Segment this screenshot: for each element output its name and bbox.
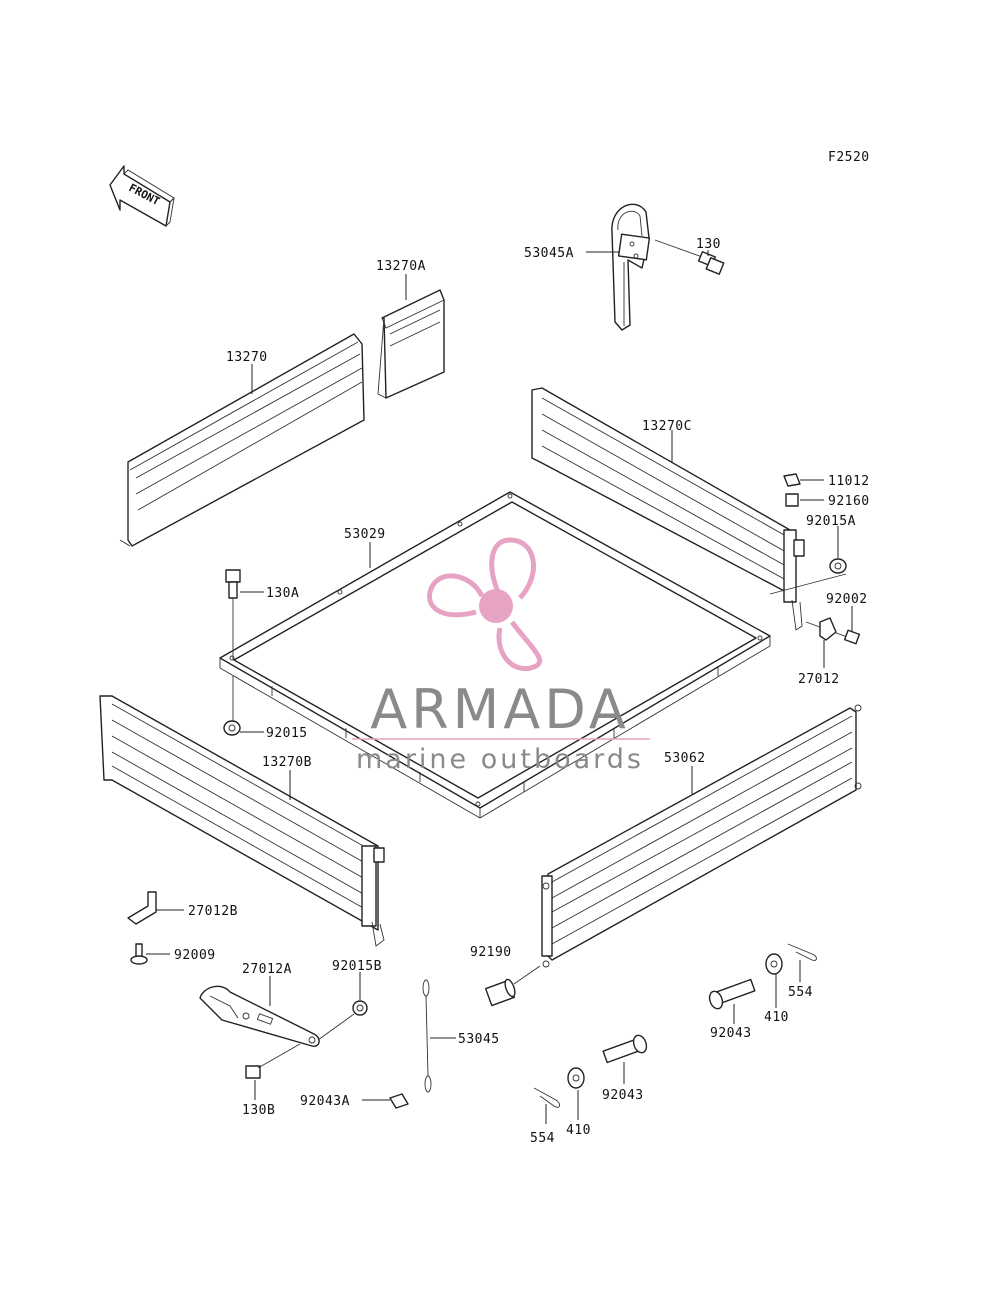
clip-92043A-part	[389, 1093, 409, 1109]
watermark-tagline: marine outboards	[356, 744, 644, 775]
bolt-130-part	[654, 239, 725, 275]
label-53029: 53029	[344, 527, 386, 542]
cap-92160-part	[785, 493, 799, 507]
bolt-92009-part	[130, 943, 148, 965]
pin-92043-left-part	[602, 1034, 648, 1064]
label-92009: 92009	[174, 948, 216, 963]
label-27012: 27012	[798, 672, 840, 687]
label-13270C: 13270C	[642, 419, 692, 434]
panel-13270B-part	[99, 695, 385, 947]
pin-92043-right-part	[708, 978, 756, 1010]
label-92043-right: 92043	[710, 1026, 752, 1041]
washer-410-right-part	[765, 953, 783, 975]
bolt-130B-part	[245, 1043, 301, 1079]
latch-lever-part	[611, 203, 651, 331]
nut-92015-part	[223, 676, 241, 736]
label-53062: 53062	[664, 751, 706, 766]
front-arrow-icon: FRONT	[109, 165, 175, 227]
label-92015: 92015	[266, 726, 308, 741]
watermark-brand: ARMADA	[370, 678, 630, 741]
nut-92015B-part	[317, 1000, 368, 1041]
label-27012A: 27012A	[242, 962, 292, 977]
clip-554-left-part	[533, 1087, 561, 1108]
label-554-left: 554	[530, 1131, 555, 1146]
cable-53045-part	[422, 979, 432, 1093]
label-13270A: 13270A	[376, 259, 426, 274]
panel-53062-part	[541, 704, 862, 968]
panel-13270A-part	[377, 289, 445, 399]
label-130B: 130B	[242, 1103, 275, 1118]
label-13270: 13270	[226, 350, 268, 365]
label-130: 130	[696, 237, 721, 252]
propeller-logo-icon	[427, 537, 543, 671]
label-130A: 130A	[266, 586, 299, 601]
armada-watermark: ARMADA marine outboards	[352, 537, 650, 775]
panel-13270-part	[119, 333, 365, 547]
diagram-code: F2520	[828, 150, 870, 165]
label-11012: 11012	[828, 474, 870, 489]
label-92043A: 92043A	[300, 1094, 350, 1109]
label-92043-left: 92043	[602, 1088, 644, 1103]
bolt-130A-part	[225, 569, 241, 660]
bracket-27012B-part	[127, 891, 157, 925]
panel-13270C-part	[531, 387, 805, 631]
frame-53029-part	[219, 491, 771, 819]
label-92015B: 92015B	[332, 959, 382, 974]
cap-11012-part	[783, 473, 801, 487]
nut-92015A-part	[829, 558, 847, 574]
label-27012B: 27012B	[188, 904, 238, 919]
label-53045: 53045	[458, 1032, 500, 1047]
label-92015A: 92015A	[806, 514, 856, 529]
label-92002: 92002	[826, 592, 868, 607]
label-53045A: 53045A	[524, 246, 574, 261]
label-92190: 92190	[470, 945, 512, 960]
washer-410-left-part	[567, 1067, 585, 1089]
bracket-27012-part	[819, 617, 837, 641]
label-554-right: 554	[788, 985, 813, 1000]
label-13270B: 13270B	[262, 755, 312, 770]
label-410-left: 410	[566, 1123, 591, 1138]
label-410-right: 410	[764, 1010, 789, 1025]
hook-plate-27012A-part	[199, 985, 320, 1047]
bushing-92190-part	[484, 965, 541, 1007]
label-92160: 92160	[828, 494, 870, 509]
clip-554-right-part	[787, 943, 817, 961]
